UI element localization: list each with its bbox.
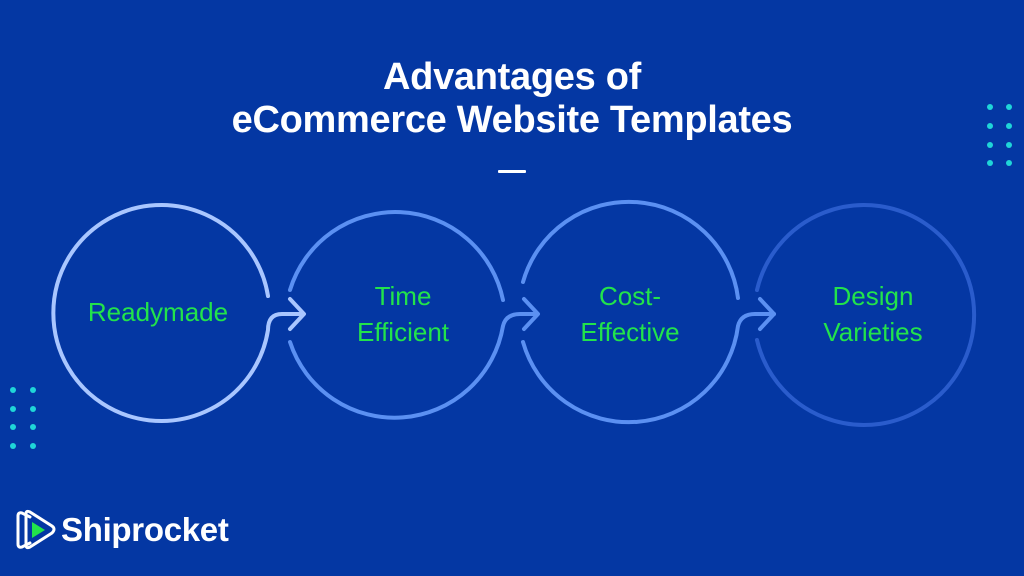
step-label-readymade: Readymade — [87, 297, 229, 327]
arrow-icon — [758, 297, 776, 331]
step-label-cost-effective: Cost- Effective — [580, 281, 680, 347]
step-circle-4 — [755, 203, 977, 427]
brand-name: Shiprocket — [61, 511, 229, 548]
title-line-1: Advantages of — [383, 56, 641, 98]
step-label-time-efficient: Time Efficient — [356, 281, 449, 347]
step-circle-2 — [288, 210, 540, 420]
step-circle-1 — [51, 203, 306, 423]
play-triangle-icon — [16, 509, 56, 550]
title-underline — [498, 170, 526, 173]
arrow-icon — [288, 297, 306, 331]
step-circle-3 — [521, 199, 776, 425]
step-label-design-varieties: Design Varieties — [823, 281, 923, 347]
title-line-2: eCommerce Website Templates — [231, 99, 793, 141]
brand-logo: Shiprocket — [14, 508, 229, 552]
arrow-icon — [522, 297, 540, 331]
page-title: Advantages of eCommerce Website Template… — [0, 56, 1024, 142]
